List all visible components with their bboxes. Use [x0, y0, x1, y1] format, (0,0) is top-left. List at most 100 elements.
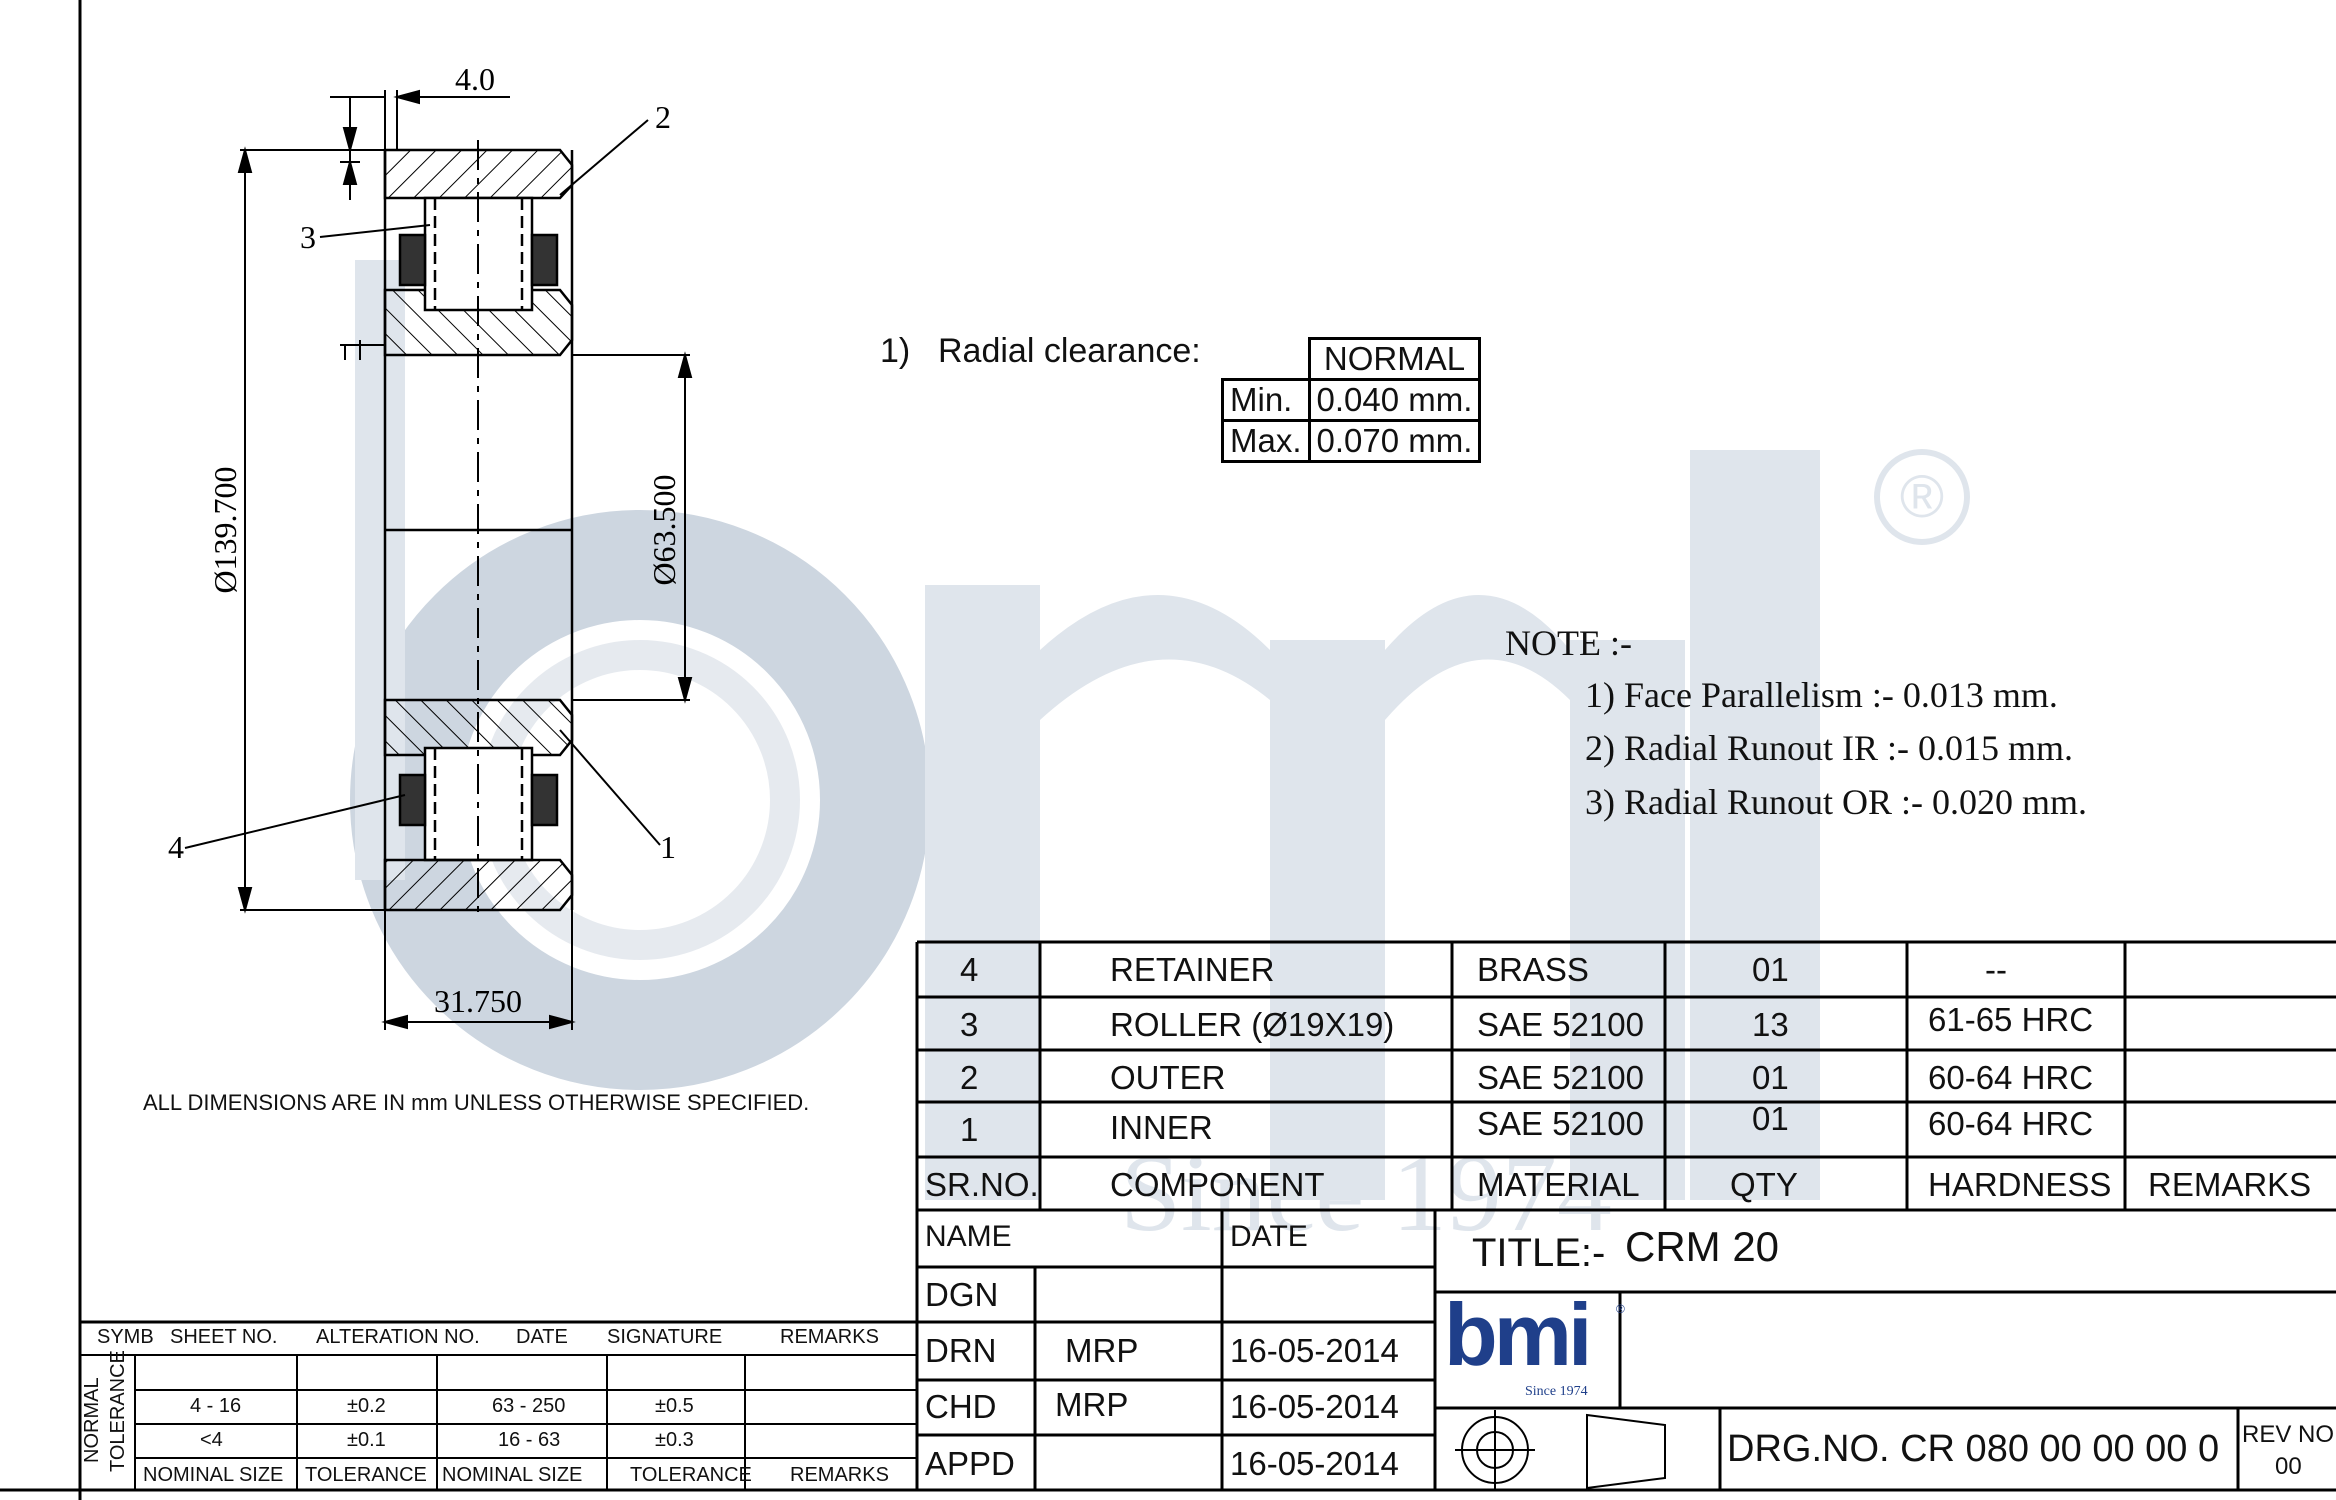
bom-component: OUTER: [1110, 1059, 1226, 1096]
rev-value: 00: [2275, 1453, 2302, 1480]
balloon-4: 4: [168, 829, 184, 865]
bom-material: SAE 52100: [1477, 1006, 1644, 1043]
dim-width: 31.750: [434, 983, 522, 1019]
title-block-grid: [80, 940, 2336, 1490]
tol-footer: REMARKS: [790, 1464, 889, 1486]
retainer-bottom-left: [398, 773, 427, 827]
dim-width-top: 4.0: [455, 61, 495, 97]
bom-header-material: MATERIAL: [1477, 1166, 1640, 1203]
retainer-bottom-right: [530, 773, 559, 827]
tol-cell: ±0.2: [347, 1395, 386, 1417]
bom-sr: 2: [960, 1059, 979, 1096]
signoff-date-header: DATE: [1230, 1220, 1308, 1253]
signoff-name-header: NAME: [925, 1220, 1012, 1253]
tol-side-normal: NORMAL: [81, 1377, 103, 1463]
general-note: ALL DIMENSIONS ARE IN mm UNLESS OTHERWIS…: [143, 1090, 810, 1115]
bom-component: RETAINER: [1110, 951, 1275, 988]
rc-max-value: 0.070 mm.: [1307, 419, 1482, 463]
drawing-number: DRG.NO. CR 080 00 00 00 0: [1727, 1428, 2220, 1470]
watermark-m: [925, 450, 1820, 1200]
tol-cell: <4: [200, 1429, 223, 1451]
note-item-2: 2) Radial Runout IR :- 0.015 mm.: [1585, 728, 2073, 768]
watermark-registered: ®: [1900, 463, 1944, 530]
radial-clearance-table: NORMAL Min. 0.040 mm. Max. 0.070 mm.: [1221, 337, 1482, 463]
tol-footer: TOLERANCE: [305, 1464, 427, 1486]
bom-hardness: 60-64 HRC: [1928, 1105, 2094, 1142]
bom-qty: 01: [1752, 1100, 1789, 1137]
tol-header-signature: SIGNATURE: [607, 1326, 723, 1348]
bom-header-sr: SR.NO.: [925, 1166, 1039, 1203]
rc-empty: [1223, 339, 1310, 380]
logo-registered: ®: [1616, 1302, 1625, 1316]
bom-qty: 01: [1752, 1059, 1789, 1096]
tol-footer: NOMINAL SIZE: [442, 1464, 583, 1486]
logo-tagline: Since 1974: [1525, 1384, 1588, 1399]
bom-sr: 1: [960, 1111, 979, 1148]
tol-side-tolerance: TOLERANCE: [107, 1350, 129, 1472]
bom-hardness: 60-64 HRC: [1928, 1059, 2094, 1096]
tol-header-remarks: REMARKS: [780, 1326, 879, 1348]
dim-inner-diameter: Ø63.500: [646, 474, 682, 585]
watermark-tagline: Since 1974: [1120, 1132, 1612, 1254]
radial-clearance-number: 1): [880, 332, 911, 370]
bom-component: INNER: [1110, 1109, 1213, 1146]
tol-cell: 16 - 63: [498, 1429, 561, 1451]
bom-qty: 13: [1752, 1006, 1789, 1043]
tolerance-grid: [80, 1354, 917, 1490]
bom-material: SAE 52100: [1477, 1105, 1644, 1142]
balloon-1: 1: [660, 829, 676, 865]
rc-min-label: Min.: [1221, 378, 1311, 422]
bom-hardness: 61-65 HRC: [1928, 1001, 2094, 1038]
note-item-3: 3) Radial Runout OR :- 0.020 mm.: [1585, 782, 2087, 822]
rc-max-label: Max.: [1221, 419, 1311, 463]
bom-sr: 3: [960, 1006, 979, 1043]
tol-cell: 63 - 250: [492, 1395, 566, 1417]
bom-material: BRASS: [1477, 951, 1589, 988]
tol-cell: ±0.1: [347, 1429, 386, 1451]
retainer-top-left: [398, 233, 427, 287]
tol-header-sheet: SHEET NO.: [170, 1326, 278, 1348]
balloon-leaders: [184, 119, 661, 849]
balloon-3: 3: [300, 219, 316, 255]
note-item-1: 1) Face Parallelism :- 0.013 mm.: [1585, 675, 2058, 715]
retainer-top-right: [530, 233, 559, 287]
bom-sr: 4: [960, 951, 979, 988]
signoff-date: 16-05-2014: [1230, 1388, 1399, 1425]
tol-header-symb: SYMB: [97, 1326, 154, 1348]
dimension-lines: [237, 89, 693, 1030]
signoff-date: 16-05-2014: [1230, 1332, 1399, 1369]
bmi-logo: bmi ® Since 1974: [1440, 1285, 1625, 1403]
projection-symbol: [1455, 1410, 1666, 1490]
bom-header-hardness: HARDNESS: [1928, 1166, 2112, 1203]
signoff-role: CHD: [925, 1388, 997, 1425]
rc-header: NORMAL: [1307, 337, 1482, 381]
note-title: NOTE :-: [1505, 623, 1632, 663]
bom-qty: 01: [1752, 951, 1789, 988]
signoff-role: APPD: [925, 1445, 1015, 1482]
signoff-role: DRN: [925, 1332, 997, 1369]
bom-header-qty: QTY: [1730, 1166, 1798, 1203]
signoff-role: DGN: [925, 1276, 999, 1313]
signoff-date: 16-05-2014: [1230, 1445, 1399, 1482]
radial-clearance-label: Radial clearance:: [938, 332, 1201, 370]
tol-footer: NOMINAL SIZE: [143, 1464, 284, 1486]
bom-header-component: COMPONENT: [1110, 1166, 1325, 1203]
tol-cell: ±0.5: [655, 1395, 694, 1417]
signoff-name: MRP: [1055, 1386, 1129, 1423]
balloon-2: 2: [655, 99, 671, 135]
title-value: CRM 20: [1625, 1223, 1780, 1270]
bom-header-remarks: REMARKS: [2148, 1166, 2312, 1203]
tol-cell: ±0.3: [655, 1429, 694, 1451]
bom-hardness: --: [1985, 951, 2007, 988]
bom-material: SAE 52100: [1477, 1059, 1644, 1096]
bom-component: ROLLER (Ø19X19): [1110, 1006, 1395, 1043]
title-label: TITLE:-: [1472, 1231, 1606, 1275]
watermark-registered-circle: [1874, 449, 1970, 545]
tol-header-alteration: ALTERATION NO.: [316, 1326, 480, 1348]
tol-footer: TOLERANCE: [630, 1464, 752, 1486]
dim-outer-diameter: Ø139.700: [207, 466, 243, 593]
logo-wordmark: bmi: [1444, 1285, 1592, 1384]
rc-min-value: 0.040 mm.: [1307, 378, 1482, 422]
